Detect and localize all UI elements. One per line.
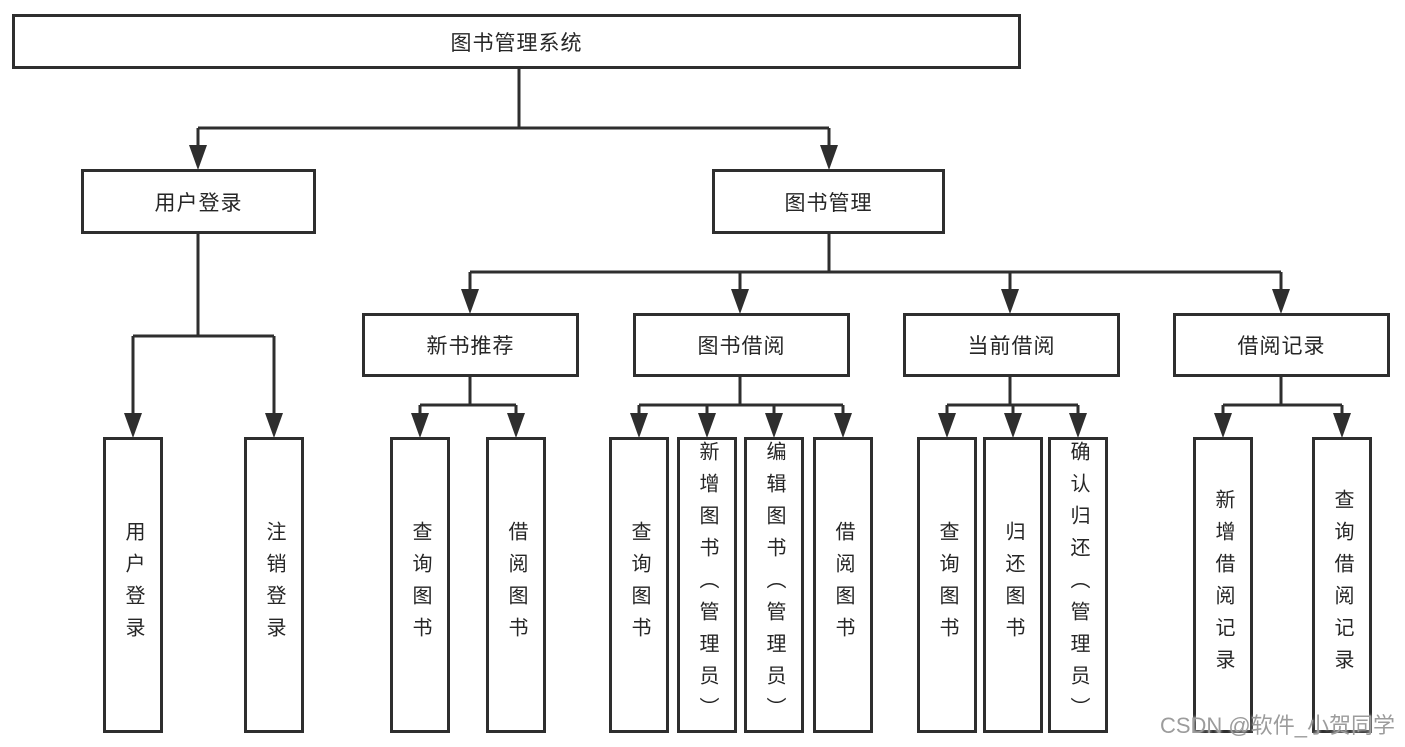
leaf-return-books: 归还图书 bbox=[983, 437, 1043, 733]
leaf-add-borrow-record: 新增借阅记录 bbox=[1193, 437, 1253, 733]
leaf-borrow-books: 借阅图书 bbox=[813, 437, 873, 733]
leaf-borrow-books-recommend: 借阅图书 bbox=[486, 437, 546, 733]
node-book-management: 图书管理 bbox=[712, 169, 945, 234]
node-book-borrowing: 图书借阅 bbox=[633, 313, 850, 377]
node-user-login: 用户登录 bbox=[81, 169, 316, 234]
node-library-system: 图书管理系统 bbox=[12, 14, 1021, 69]
node-new-book-recommend: 新书推荐 bbox=[362, 313, 579, 377]
arrowhead-icons bbox=[124, 145, 1351, 438]
leaf-query-books-current: 查询图书 bbox=[917, 437, 977, 733]
leaf-confirm-return-admin: 确认归还（管理员） bbox=[1048, 437, 1108, 733]
leaf-query-books-borrow: 查询图书 bbox=[609, 437, 669, 733]
csdn-watermark: CSDN @软件_小贺同学 bbox=[1159, 713, 1395, 738]
node-borrow-records: 借阅记录 bbox=[1173, 313, 1390, 377]
leaf-edit-books-admin: 编辑图书（管理员） bbox=[744, 437, 804, 733]
leaf-logout: 注销登录 bbox=[244, 437, 304, 733]
leaf-add-books-admin: 新增图书（管理员） bbox=[677, 437, 737, 733]
leaf-query-books-recommend: 查询图书 bbox=[390, 437, 450, 733]
leaf-user-login: 用户登录 bbox=[103, 437, 163, 733]
node-current-borrowing: 当前借阅 bbox=[903, 313, 1120, 377]
leaf-query-borrow-record: 查询借阅记录 bbox=[1312, 437, 1372, 733]
